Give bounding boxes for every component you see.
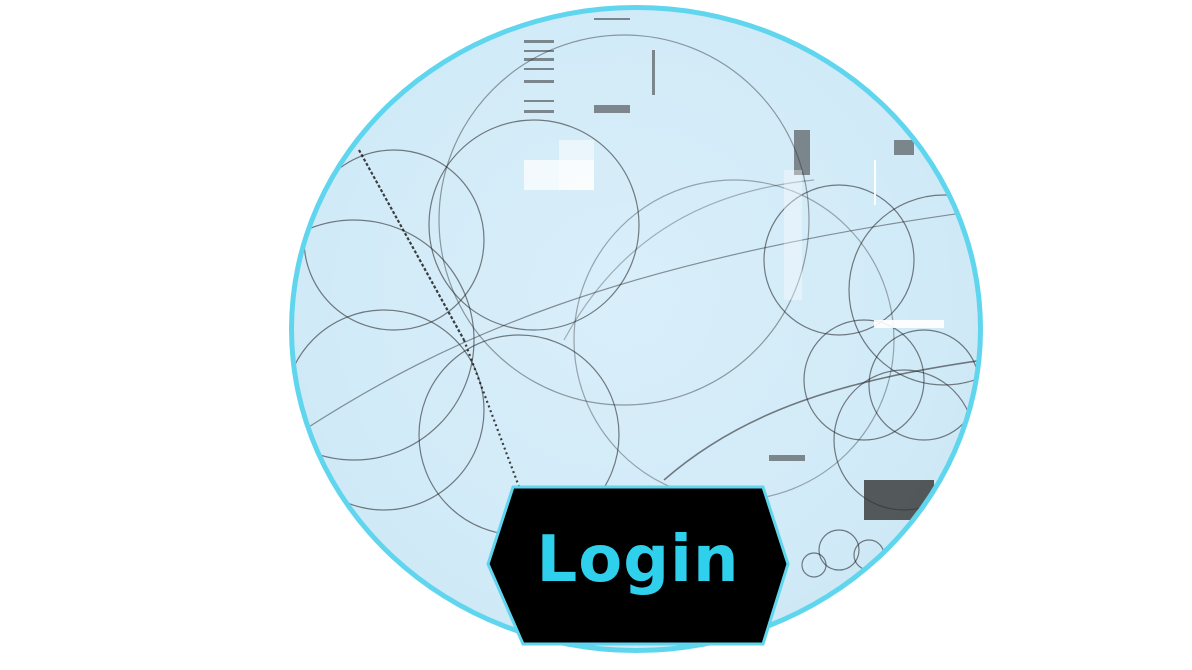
login-button-label: Login xyxy=(536,523,740,597)
login-button-shape-icon xyxy=(486,485,790,646)
login-button[interactable]: Login xyxy=(485,484,791,652)
orbital-line-art-icon xyxy=(294,18,978,578)
